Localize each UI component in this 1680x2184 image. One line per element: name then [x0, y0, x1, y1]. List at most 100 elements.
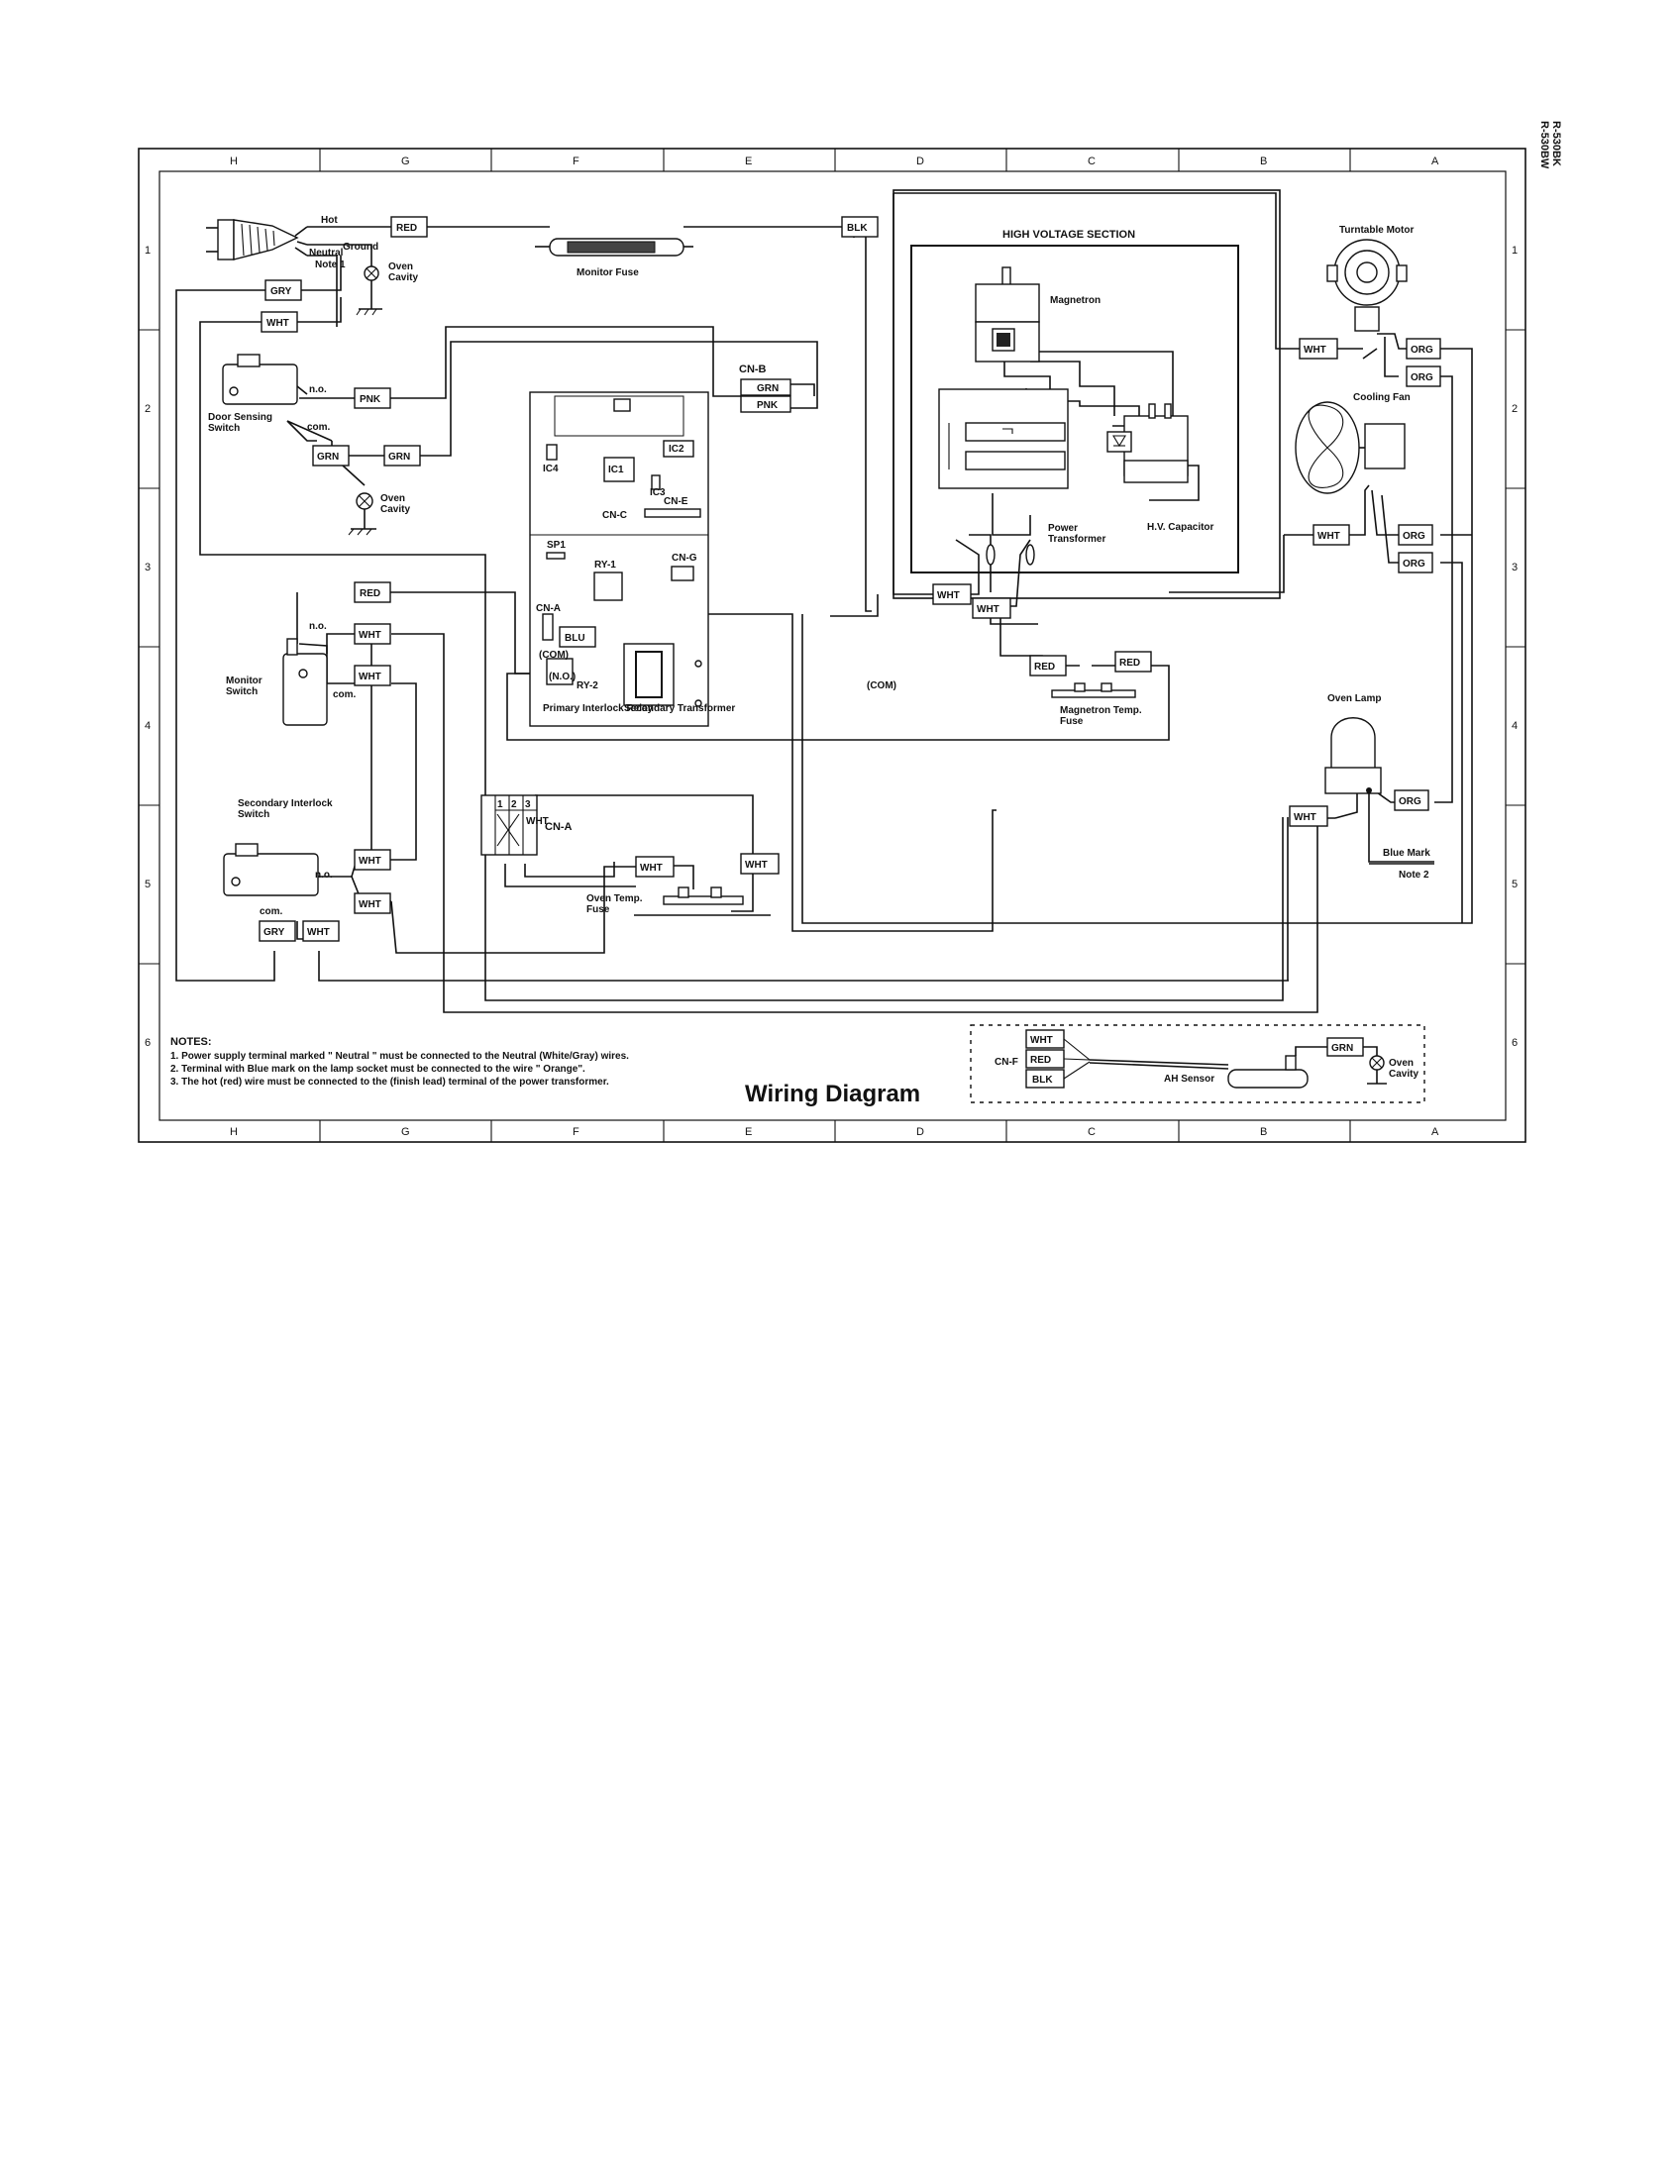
- cn-f-connector: WHT RED BLK GRN: [1025, 1029, 1387, 1089]
- magnetron-label: Magnetron: [1050, 295, 1101, 306]
- grid-letter: F: [573, 156, 579, 167]
- grid-letter: F: [573, 1126, 579, 1138]
- inner-frame: [158, 170, 1507, 1121]
- monitor-switch-com-label: com.: [333, 689, 357, 700]
- grid-letter: G: [401, 156, 410, 167]
- wire-tag-wht: WHT: [937, 590, 960, 601]
- door-switch-no-label: n.o.: [309, 384, 327, 395]
- magnetron-temp-fuse-label: Magnetron Temp.Fuse: [1060, 705, 1142, 727]
- hv-section-box: [910, 245, 1239, 573]
- cnf-blk-tag: BLK: [1032, 1075, 1053, 1086]
- grid-number: 2: [1512, 403, 1518, 415]
- sp1-label: SP1: [547, 540, 566, 551]
- notes-heading: NOTES:: [170, 1036, 212, 1048]
- grid-letter: H: [230, 156, 238, 167]
- grid-number: 6: [145, 1037, 151, 1049]
- power-plug: [206, 219, 308, 260]
- wire-tag-wht: WHT: [977, 604, 999, 615]
- wire-tag-wht: WHT: [359, 630, 381, 641]
- turntable-motor-symbol: [1326, 239, 1408, 332]
- cn-b-label: CN-B: [739, 364, 767, 375]
- hv-capacitor-symbol: [1106, 403, 1189, 483]
- secondary-switch-no-label: n.o.: [315, 870, 333, 881]
- wire-tag-red: RED: [360, 588, 380, 599]
- cn-a-pin-2: 2: [511, 799, 517, 810]
- plug-neutral-label: Neutral: [309, 248, 344, 259]
- wire-tag-wht: WHT: [1317, 531, 1340, 542]
- wire-tag-wht: WHT: [1294, 812, 1316, 823]
- hv-outer-box: [892, 189, 1281, 599]
- turntable-motor-label: Turntable Motor: [1339, 225, 1414, 236]
- cn-a-pin3-wire: WHT: [526, 816, 549, 827]
- cnf-wht-tag: WHT: [1030, 1035, 1053, 1046]
- grid-number: 6: [1512, 1037, 1518, 1049]
- cooling-fan-label: Cooling Fan: [1353, 392, 1411, 403]
- monitor-fuse-symbol: [535, 238, 693, 257]
- note-1: 1. Power supply terminal marked " Neutra…: [170, 1051, 629, 1062]
- grid-number: 4: [1512, 720, 1518, 732]
- wire-tag-org: ORG: [1399, 796, 1421, 807]
- diagram-title: Wiring Diagram: [745, 1081, 920, 1107]
- cn-c-label: CN-C: [602, 510, 627, 521]
- door-switch-com-label: com.: [307, 422, 331, 433]
- no-board-label: (N.O.): [549, 672, 576, 682]
- wire-tag-wht: WHT: [1304, 345, 1326, 356]
- cn-f-inset: [970, 1024, 1425, 1103]
- grid-letter: C: [1088, 1126, 1096, 1138]
- monitor-fuse-label: Monitor Fuse: [577, 267, 639, 278]
- grid-number: 1: [1512, 245, 1518, 257]
- grid-number: 2: [145, 403, 151, 415]
- hv-capacitor-label: H.V. Capacitor: [1147, 522, 1214, 533]
- primary-interlock-relay-label: Primary Interlock Relay: [543, 703, 654, 714]
- cn-a-connector: [480, 794, 538, 856]
- grid-letter: D: [916, 156, 924, 167]
- grid-letter: D: [916, 1126, 924, 1138]
- power-transformer-symbol: [938, 388, 1069, 566]
- secondary-switch-com-label: com.: [260, 906, 283, 917]
- grid-letter: A: [1431, 156, 1439, 167]
- wire-tag-wht: WHT: [745, 860, 768, 871]
- cnf-red-tag: RED: [1030, 1055, 1051, 1066]
- cnb-pnk-tag: PNK: [757, 400, 779, 411]
- ic1-label: IC1: [608, 465, 624, 475]
- wire-tag-wht: WHT: [266, 318, 289, 329]
- grid-letter: B: [1260, 1126, 1267, 1138]
- ic4-label: IC4: [543, 464, 559, 474]
- wire-tag-red: RED: [1119, 658, 1140, 669]
- wire-tag-group: RED BLK GRY WHT PNK GRN GRN GRN PNK RED …: [259, 216, 1441, 942]
- grid-number: 3: [145, 562, 151, 573]
- magnetron-temp-fuse-symbol: [1051, 682, 1136, 698]
- grid-number: 1: [145, 245, 151, 257]
- oven-lamp-label: Oven Lamp: [1327, 693, 1381, 704]
- oven-cavity-top-symbol: [356, 265, 382, 316]
- grid-letter: C: [1088, 156, 1096, 167]
- plug-note-label: Note 1: [315, 260, 346, 270]
- wire-tag-wht: WHT: [359, 856, 381, 867]
- model-number-1: R-530BK: [1550, 121, 1562, 166]
- model-numbers: R-530BK R-530BW: [1538, 121, 1562, 169]
- grid-number: 5: [1512, 879, 1518, 890]
- monitor-switch-no-label: n.o.: [309, 621, 327, 632]
- wire-tag-blu: BLU: [565, 633, 585, 644]
- grid-numbers-right: 1 2 3 4 5 6: [1512, 245, 1518, 1049]
- cooling-fan-symbol: [1295, 401, 1406, 494]
- com-mid-label: (COM): [867, 680, 896, 691]
- grid-letter: A: [1431, 1126, 1439, 1138]
- grid-letter: E: [745, 156, 752, 167]
- cn-g-label: CN-G: [672, 553, 697, 564]
- wire-tag-org: ORG: [1403, 559, 1425, 570]
- wire-tag-red: RED: [396, 223, 417, 234]
- ah-sensor-label: AH Sensor: [1164, 1074, 1214, 1085]
- grid-letter: G: [401, 1126, 410, 1138]
- wire-tag-wht: WHT: [307, 927, 330, 938]
- wire-tag-gry: GRY: [270, 286, 292, 297]
- grn-sensor-tag: GRN: [1331, 1043, 1353, 1054]
- wire-tag-grn: GRN: [388, 452, 410, 463]
- door-sensing-switch-symbol: [222, 354, 308, 405]
- blue-mark-label: Blue Mark: [1383, 848, 1430, 859]
